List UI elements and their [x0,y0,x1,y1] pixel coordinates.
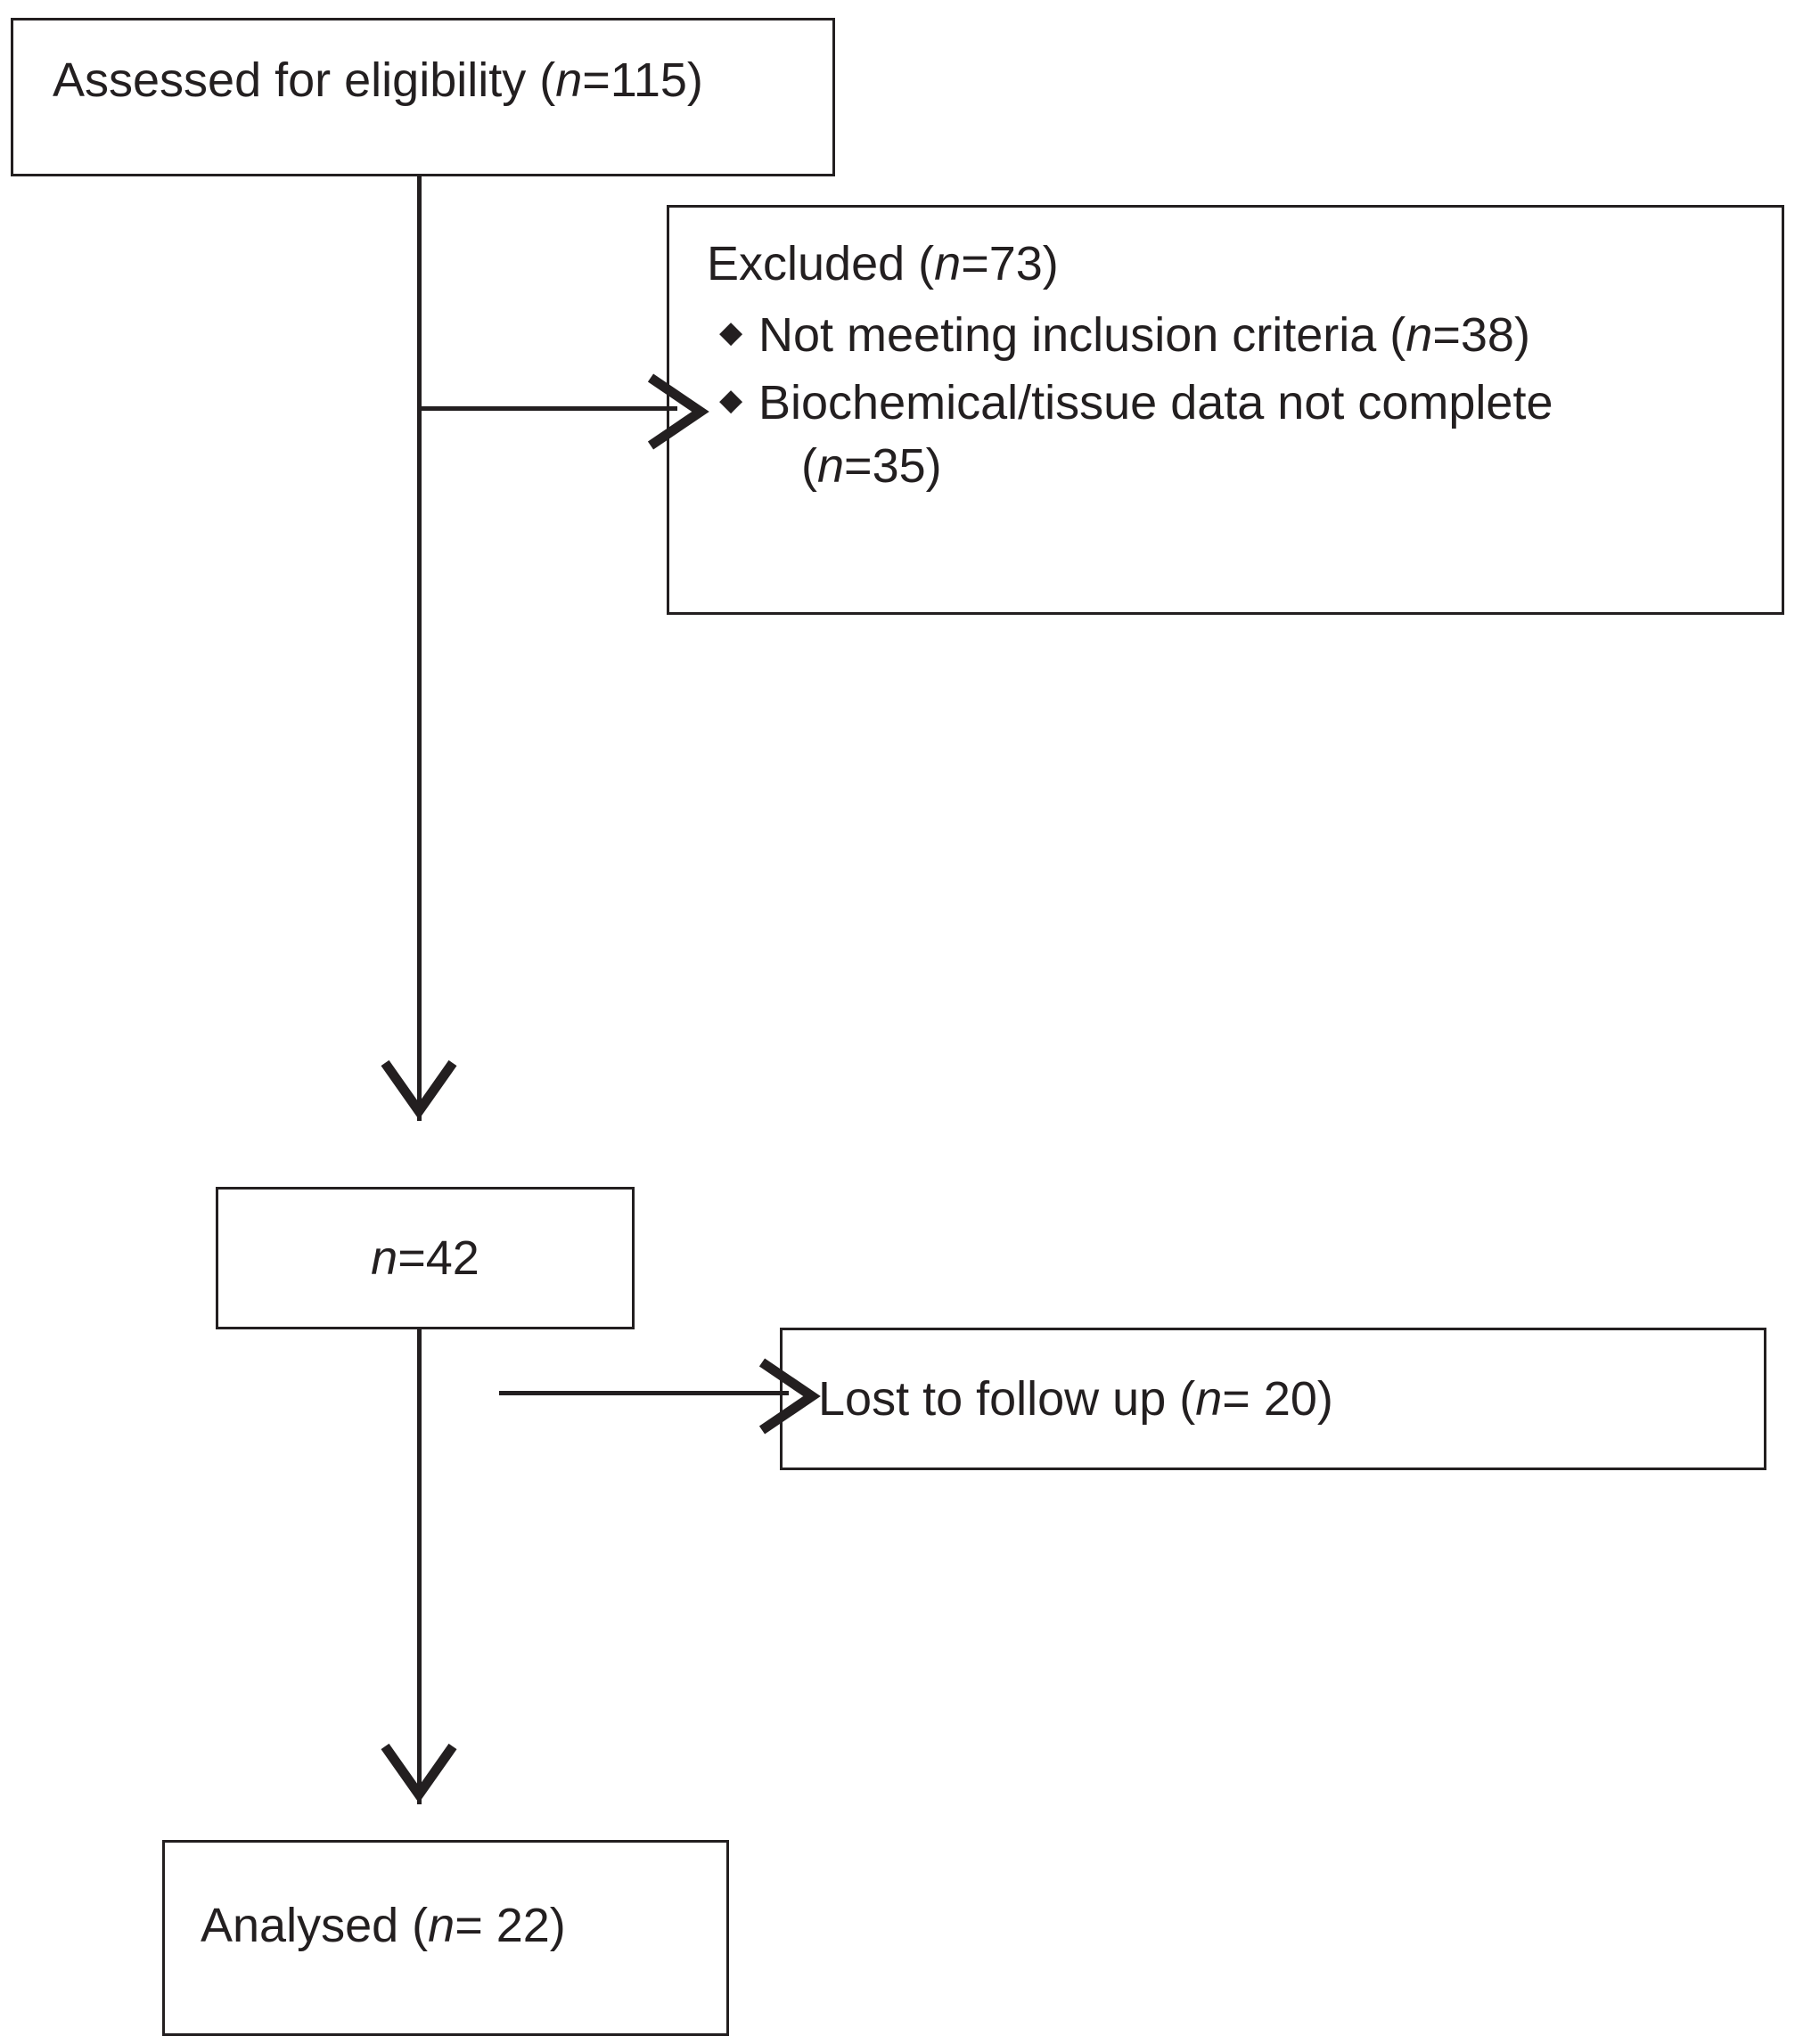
analysed-label-wrap: Analysed (n= 22) [165,1894,726,1957]
excluded-heading-text: Excluded ( [707,237,935,290]
arrow-down-icon [381,1059,457,1120]
assessed-label-wrap: Assessed for eligibility (n=115) [13,49,832,111]
connector-randomised-to-lost-line [499,1391,789,1395]
node-excluded: Excluded (n=73) ◆Not meeting inclusion c… [667,205,1784,615]
lost-n-value: = 20) [1222,1372,1333,1426]
excluded-item-1-paren-open: ( [801,438,817,493]
randomised-n-variable: n [371,1231,398,1285]
assessed-n-value: =115) [582,53,703,107]
excluded-item-0-n-variable: n [1406,308,1433,363]
excluded-item-0-n-value: =38) [1432,308,1530,363]
randomised-label-wrap: n=42 [218,1227,632,1289]
assessed-n-variable: n [555,53,583,107]
connector-assessed-to-excluded-line [419,406,677,411]
analysed-n-value: = 22) [455,1899,566,1952]
node-assessed-for-eligibility: Assessed for eligibility (n=115) [11,18,835,176]
arrow-right-icon [647,373,709,450]
arrow-down-icon [381,1743,457,1803]
lost-n-variable: n [1195,1372,1223,1426]
excluded-item-1-n-variable: n [816,438,845,493]
excluded-item-1-n-value: =35) [844,438,942,493]
arrow-right-icon [758,1358,821,1435]
excluded-heading: Excluded (n=73) [707,233,1782,295]
excluded-item-1-text: Biochemical/tissue data not complete [758,376,1553,430]
analysed-n-variable: n [428,1899,455,1952]
excluded-content: Excluded (n=73) ◆Not meeting inclusion c… [669,233,1782,503]
assessed-label-text: Assessed for eligibility ( [53,53,556,107]
node-analysed: Analysed (n= 22) [162,1840,729,2036]
lost-label-text: Lost to follow up ( [818,1372,1196,1426]
node-randomised: n=42 [216,1187,635,1329]
diamond-bullet-icon: ◆ [719,315,743,350]
excluded-reason-list: ◆Not meeting inclusion criteria (n=38) ◆… [707,304,1782,497]
excluded-item-0-text: Not meeting inclusion criteria ( [758,308,1406,363]
lost-label-wrap: Lost to follow up (n= 20) [783,1368,1764,1430]
diamond-bullet-icon: ◆ [719,383,743,418]
excluded-n-variable: n [934,237,962,290]
connector-assessed-to-randomised-line [417,175,422,1121]
randomised-n-value: =42 [397,1231,479,1285]
connector-randomised-to-analysed-line [417,1328,422,1804]
analysed-label-text: Analysed ( [201,1899,429,1952]
excluded-item-1-continuation: (n=35) [758,435,1782,497]
list-item: ◆ Not meeting inclusion criteria (n=38) [707,304,1782,366]
node-lost-to-follow-up: Lost to follow up (n= 20) [780,1328,1766,1470]
list-item: ◆Biochemical/tissue data not complete(n=… [707,372,1782,496]
excluded-n-value: =73) [961,237,1059,290]
